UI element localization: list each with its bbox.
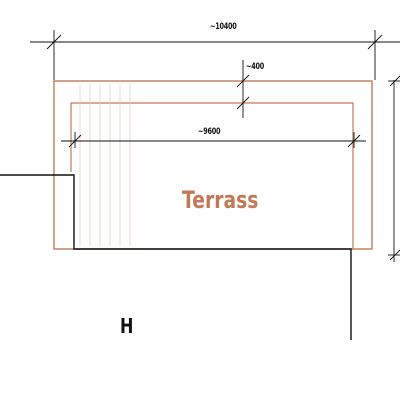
marker-label-h: H xyxy=(120,314,134,338)
deck-hatching xyxy=(79,84,131,246)
dimension-overall xyxy=(30,30,400,80)
inner-width-label: ~9600 xyxy=(198,127,221,137)
terrace-inner-outline xyxy=(70,102,354,249)
overall-width-label: ~10400 xyxy=(210,22,237,32)
terrace-outer-outline xyxy=(53,80,373,250)
building-wall xyxy=(0,174,352,340)
dimension-offset xyxy=(236,60,250,118)
room-label-terrass: Terrass xyxy=(182,186,259,214)
dimension-right xyxy=(388,75,400,262)
dimension-inner xyxy=(61,132,366,148)
offset-label: ~400 xyxy=(246,62,264,72)
